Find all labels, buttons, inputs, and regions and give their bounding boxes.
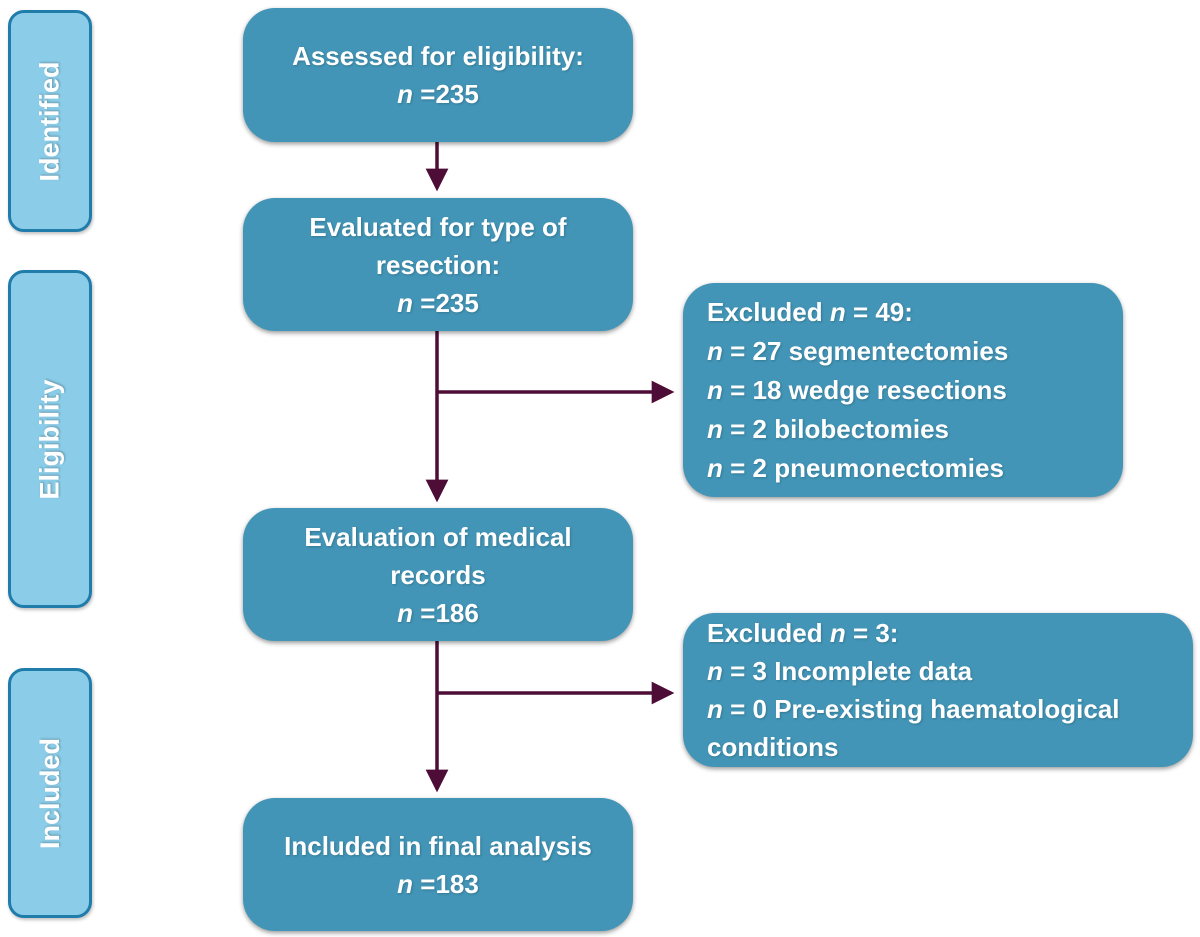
phase-label: Eligibility xyxy=(34,378,65,500)
n-symbol: n xyxy=(829,296,846,327)
count-value: =235 xyxy=(413,287,479,318)
n-symbol: n xyxy=(397,79,414,109)
line-rest: = 0 Pre-existing haematological conditio… xyxy=(707,694,1120,762)
flow-box-count: n =235 xyxy=(397,75,479,113)
flow-box-evaluated: Evaluated for type of resection: n =235 xyxy=(243,198,633,331)
n-symbol: n xyxy=(707,335,723,366)
n-symbol: n xyxy=(397,868,414,899)
flow-box-records: Evaluation of medical records n =186 xyxy=(243,508,633,641)
flow-box-title: Included in final analysis xyxy=(284,830,592,861)
n-symbol: n xyxy=(397,287,414,318)
phase-box-identified: Identified xyxy=(8,10,92,232)
exclusion-line: Excluded n = 49: xyxy=(707,293,1099,332)
flow-box-title: Assessed for eligibility: xyxy=(292,41,584,71)
exclusion-box-resection: Excluded n = 49: n = 27 segmentectomies … xyxy=(683,283,1123,497)
line-rest: = 3: xyxy=(845,618,899,648)
n-symbol: n xyxy=(707,452,723,483)
line-rest: = 2 pneumonectomies xyxy=(722,452,1004,483)
line-rest: = 18 wedge resections xyxy=(722,374,1007,405)
flow-box-final-analysis: Included in final analysis n =183 xyxy=(243,798,633,931)
flow-box-count: n =183 xyxy=(397,865,479,903)
flow-box-title: Evaluation of medical records xyxy=(304,521,572,590)
exclusion-line: n = 0 Pre-existing haematological condit… xyxy=(707,690,1169,766)
n-symbol: n xyxy=(707,656,723,686)
line-rest: = 3 Incomplete data xyxy=(722,656,973,686)
flow-box-title: Evaluated for type of resection: xyxy=(309,211,567,280)
n-symbol: n xyxy=(707,694,723,724)
count-value: =235 xyxy=(413,79,479,109)
line-rest: = 49: xyxy=(845,296,913,327)
exclusion-line: n = 27 segmentectomies xyxy=(707,332,1099,371)
line-prefix: Excluded xyxy=(707,296,830,327)
n-symbol: n xyxy=(707,374,723,405)
exclusion-line: Excluded n = 3: xyxy=(707,614,1169,652)
n-symbol: n xyxy=(829,618,846,648)
phase-box-eligibility: Eligibility xyxy=(8,270,92,608)
line-rest: = 2 bilobectomies xyxy=(722,413,950,444)
line-prefix: Excluded xyxy=(707,618,830,648)
n-symbol: n xyxy=(397,597,414,628)
exclusion-line: n = 2 pneumonectomies xyxy=(707,449,1099,488)
count-value: =183 xyxy=(413,868,479,899)
flow-box-count: n =235 xyxy=(397,284,479,322)
flow-box-count: n =186 xyxy=(397,594,479,632)
exclusion-line: n = 3 Incomplete data xyxy=(707,652,1169,690)
phase-label: Identified xyxy=(34,61,65,181)
exclusion-box-records: Excluded n = 3: n = 3 Incomplete data n … xyxy=(683,613,1193,767)
count-value: =186 xyxy=(413,597,479,628)
flow-box-assessed: Assessed for eligibility: n =235 xyxy=(243,8,633,142)
n-symbol: n xyxy=(707,413,723,444)
exclusion-line: n = 2 bilobectomies xyxy=(707,410,1099,449)
phase-box-included: Included xyxy=(8,668,92,918)
phase-label: Included xyxy=(34,737,65,849)
exclusion-line: n = 18 wedge resections xyxy=(707,371,1099,410)
line-rest: = 27 segmentectomies xyxy=(722,335,1009,366)
